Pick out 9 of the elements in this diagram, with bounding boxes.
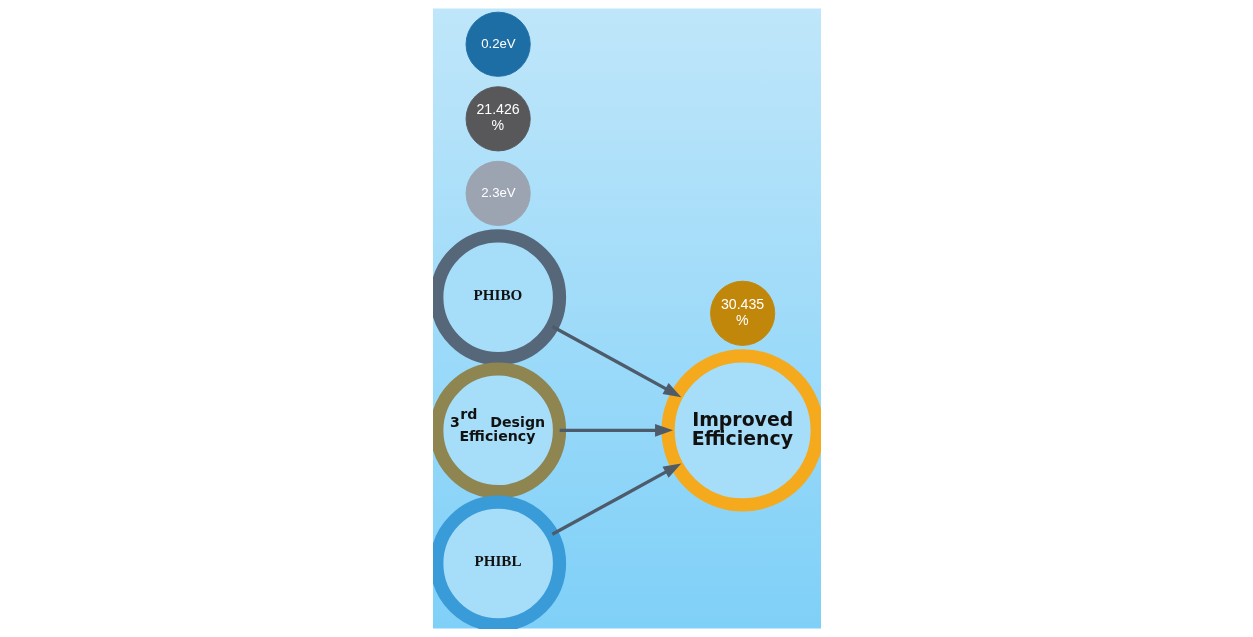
arrow: [551, 463, 681, 536]
node-circle: 2.3eV: [465, 160, 531, 226]
arrow: [559, 424, 673, 437]
node-circle: 0.2eV: [465, 11, 531, 77]
arrow: [551, 325, 681, 398]
node-circle: 21.426 %: [465, 86, 531, 152]
node-circle: PHIBL: [432, 495, 566, 629]
node-circle: PHIBO: [432, 229, 566, 366]
node-circle: 30.435 %: [709, 280, 775, 346]
